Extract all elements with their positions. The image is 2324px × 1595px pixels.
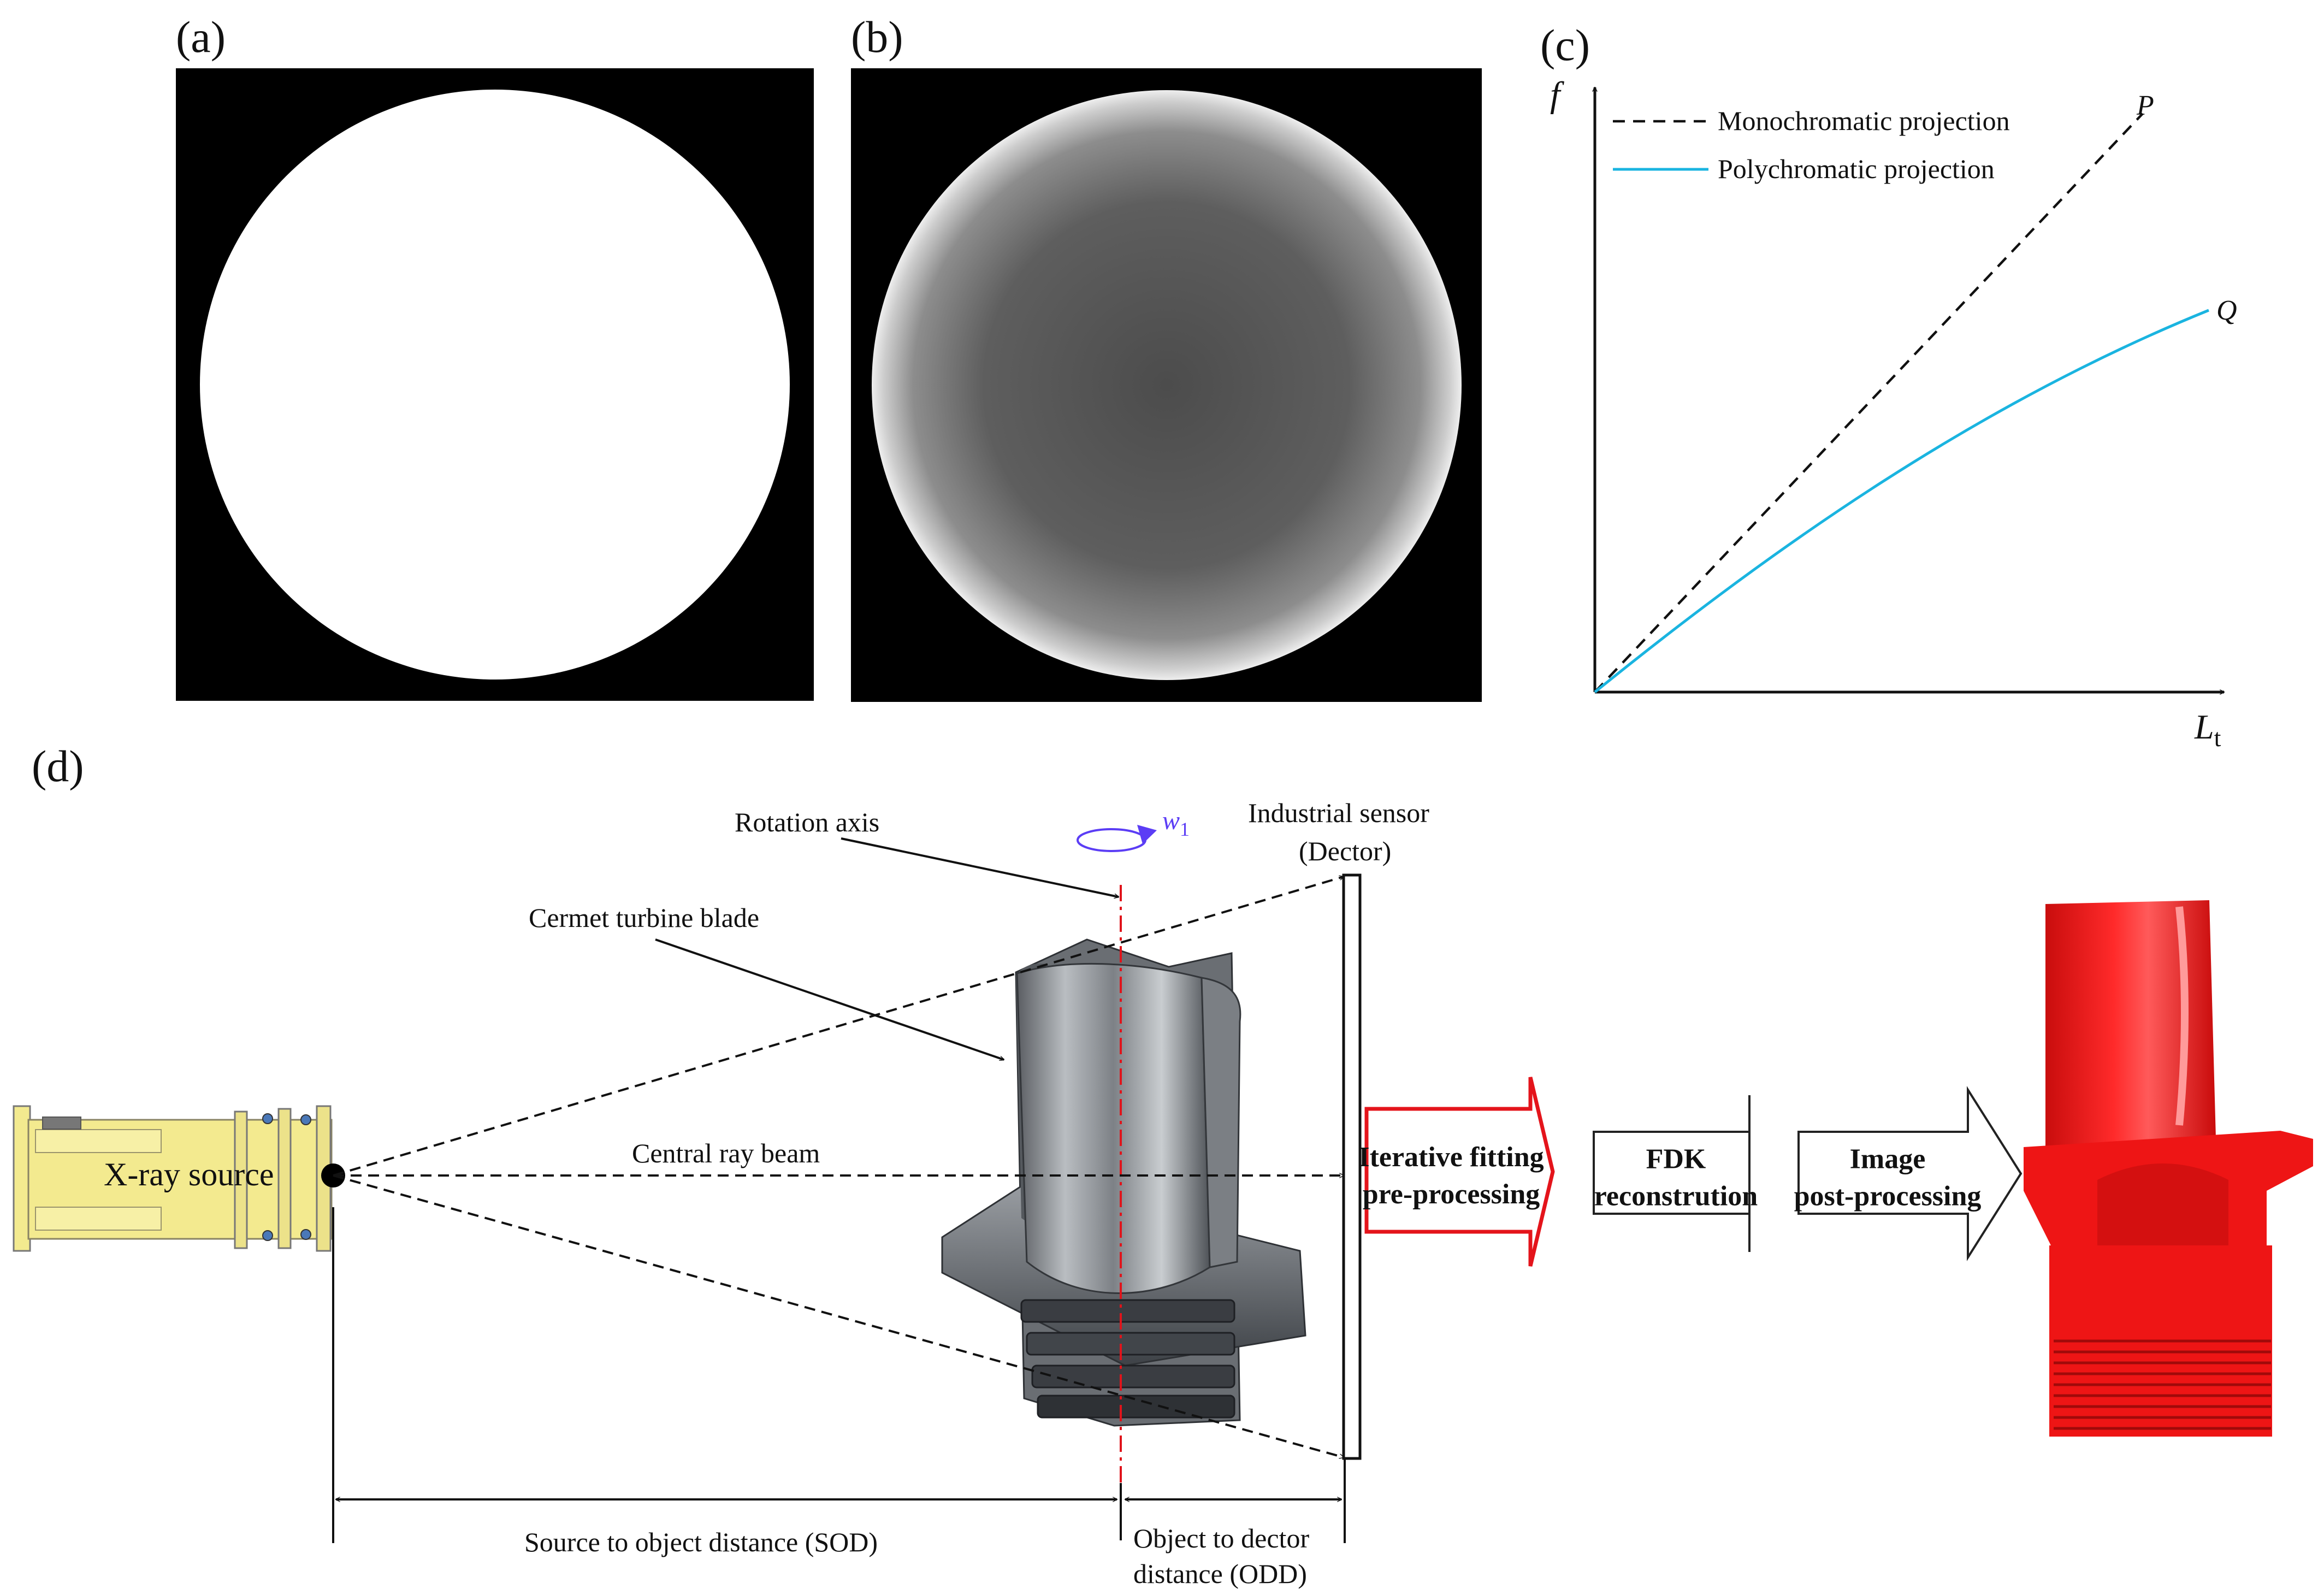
process-step-1-line1: Iterative fitting	[1358, 1142, 1544, 1173]
process-step-3-line2: post-processing	[1794, 1181, 1982, 1212]
process-step-1: Iterative fitting pre-processing	[1358, 1077, 1555, 1267]
central-ray-label: Central ray beam	[632, 1138, 820, 1168]
rotation-axis-label: Rotation axis	[735, 807, 879, 837]
process-step-3: Image post-processing	[1794, 1086, 2023, 1261]
render-part	[2097, 1163, 2228, 1251]
rotation-axis-leader	[841, 837, 1119, 897]
process-step-2: FDK reconstrution	[1593, 1095, 1758, 1252]
upper-ray	[333, 877, 1344, 1177]
legend-poly-label: Polychromatic projection	[1718, 153, 1995, 184]
lower-ray	[333, 1174, 1344, 1457]
panel-a: (a)	[176, 12, 814, 701]
panel-a-label: (a)	[176, 12, 226, 62]
process-step-2-line1: FDK	[1646, 1144, 1706, 1175]
turbine-blade	[941, 938, 1306, 1427]
chart-c-legend: Monochromatic projection Polychromatic p…	[1613, 105, 2010, 184]
sod-label: Source to object distance (SOD)	[524, 1527, 878, 1557]
process-step-1-line2: pre-processing	[1363, 1179, 1540, 1210]
blade-leader	[655, 938, 1004, 1060]
point-q-label: Q	[2216, 295, 2237, 326]
sensor-label-line1: Industrial sensor	[1248, 798, 1429, 828]
rotation-arrowhead	[1137, 825, 1157, 844]
point-p-label: P	[2136, 90, 2154, 121]
process-step-2-arrow	[1593, 1095, 1751, 1252]
panel-d: (d) X-ray source	[13, 741, 1429, 1589]
panel-a-disk	[200, 90, 790, 680]
render-part	[2045, 900, 2216, 1166]
odd-label-line2: distance (ODD)	[1133, 1558, 1307, 1589]
panel-c: (c) f Lt P Q Monochromatic projection Po…	[1540, 20, 2237, 752]
rotation-ellipse	[1077, 828, 1146, 852]
panel-b-label: (b)	[851, 12, 903, 62]
omega-label: w1	[1162, 806, 1190, 840]
panel-b: (b)	[851, 12, 1482, 702]
series-monochromatic-line	[1594, 113, 2144, 693]
chart-c-y-label: f	[1550, 75, 1564, 115]
xray-source-label: X-ray source	[104, 1156, 274, 1192]
render-highlight	[2175, 906, 2189, 1126]
panel-c-label: (c)	[1540, 20, 1590, 70]
blade-label: Cermet turbine blade	[529, 902, 759, 933]
sensor-label-line2: (Dector)	[1299, 836, 1391, 866]
panel-d-label: (d)	[32, 741, 84, 791]
reconstructed-blade-render	[2024, 900, 2313, 1437]
process-step-2-line2: reconstrution	[1594, 1181, 1758, 1212]
process-step-3-arrow	[1797, 1086, 2023, 1261]
process-step-1-arrow	[1364, 1077, 1555, 1267]
chart-c-x-label: Lt	[2194, 707, 2221, 752]
series-polychromatic-line	[1594, 309, 2209, 693]
detector	[1342, 873, 1362, 1460]
legend-mono-label: Monochromatic projection	[1718, 105, 2010, 136]
panel-b-disk	[872, 90, 1462, 680]
xray-source-device: X-ray source	[13, 1105, 333, 1252]
odd-label-line1: Object to dector	[1133, 1523, 1309, 1553]
process-step-3-line1: Image	[1850, 1144, 1926, 1175]
